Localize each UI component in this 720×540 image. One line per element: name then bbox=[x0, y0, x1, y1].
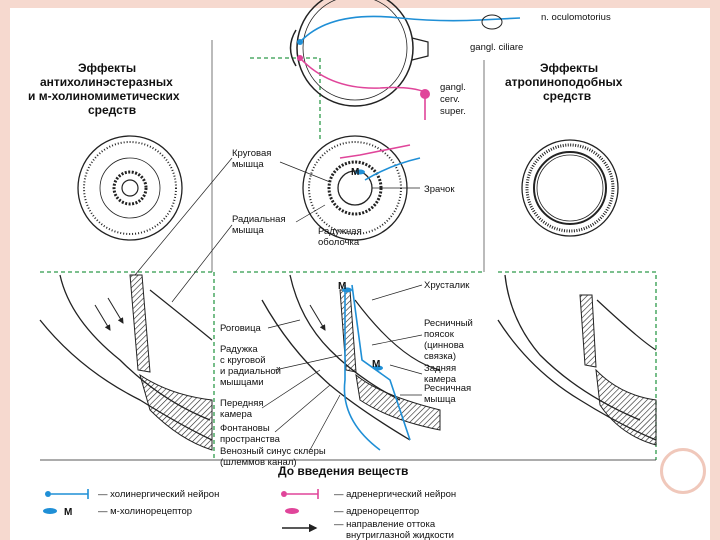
svg-text:— направление оттока: — направление оттока bbox=[334, 519, 436, 530]
svg-text:с круговой: с круговой bbox=[220, 355, 266, 366]
svg-text:мышцами: мышцами bbox=[220, 377, 264, 388]
svg-text:gangl. ciliare: gangl. ciliare bbox=[470, 42, 523, 53]
section-labels-left: Роговица Радужка с круговой и радиальной… bbox=[220, 319, 343, 468]
section-left bbox=[39, 274, 213, 451]
svg-text:(циннова: (циннова bbox=[424, 340, 465, 351]
bottom-heading: До введения веществ bbox=[278, 464, 408, 478]
svg-text:Ресничная: Ресничная bbox=[424, 383, 471, 394]
svg-text:M: M bbox=[338, 281, 346, 292]
svg-text:камера: камера bbox=[424, 374, 457, 385]
svg-text:n. oculomotorius: n. oculomotorius bbox=[541, 12, 611, 23]
svg-text:Передняя: Передняя bbox=[220, 398, 264, 409]
svg-text:связка): связка) bbox=[424, 351, 456, 362]
svg-text:атропиноподобных: атропиноподобных bbox=[505, 75, 623, 89]
svg-text:камера: камера bbox=[220, 409, 253, 420]
svg-text:— холинергический нейрон: — холинергический нейрон bbox=[98, 489, 219, 500]
dashed-frames bbox=[40, 57, 657, 460]
svg-text:мышца: мышца bbox=[232, 225, 264, 236]
svg-text:Эффекты: Эффекты bbox=[540, 61, 598, 75]
svg-text:gangl.: gangl. bbox=[440, 82, 466, 93]
svg-text:пространства: пространства bbox=[220, 434, 281, 445]
svg-text:Радужная: Радужная bbox=[318, 226, 362, 237]
svg-text:средств: средств bbox=[88, 103, 136, 117]
section-right bbox=[497, 274, 657, 446]
svg-text:Задняя: Задняя bbox=[424, 363, 456, 374]
svg-text:Зрачок: Зрачок bbox=[424, 184, 455, 195]
svg-text:поясок: поясок bbox=[424, 329, 455, 340]
legend-adrenergic-neuron: — адренергический нейрон bbox=[281, 489, 456, 500]
eyeball-illustration: n. oculomotorius gangl. ciliare gangl. c… bbox=[289, 0, 611, 120]
svg-text:Круговая: Круговая bbox=[232, 148, 271, 159]
svg-text:M: M bbox=[64, 507, 72, 518]
svg-text:Радиальная: Радиальная bbox=[232, 214, 286, 225]
svg-text:и м-холиномиметических: и м-холиномиметических bbox=[28, 89, 180, 103]
iris-constricted bbox=[77, 135, 183, 241]
svg-text:super.: super. bbox=[440, 106, 466, 117]
svg-text:M: M bbox=[351, 167, 359, 178]
svg-text:мышца: мышца bbox=[424, 394, 456, 405]
svg-text:— адренергический нейрон: — адренергический нейрон bbox=[334, 489, 456, 500]
legend-m-receptor: M — м-холинорецептор bbox=[43, 506, 192, 518]
svg-text:Фонтановы: Фонтановы bbox=[220, 423, 270, 434]
svg-text:— м-холинорецептор: — м-холинорецептор bbox=[98, 506, 192, 517]
section-middle: M M bbox=[261, 274, 441, 451]
right-heading: Эффекты атропиноподобных средств bbox=[505, 61, 623, 103]
svg-text:Хрусталик: Хрусталик bbox=[424, 280, 470, 291]
legend-adrenoreceptor: — адренорецептор bbox=[285, 506, 419, 517]
decorative-circle bbox=[660, 448, 706, 494]
svg-text:— адренорецептор: — адренорецептор bbox=[334, 506, 419, 517]
legend-cholinergic-neuron: — холинергический нейрон bbox=[45, 489, 219, 500]
section-labels-right: Хрусталик Ресничный поясок (циннова связ… bbox=[371, 280, 473, 405]
svg-text:оболочка: оболочка bbox=[318, 237, 360, 248]
svg-text:Венозный синус склеры: Венозный синус склеры bbox=[220, 446, 326, 457]
svg-text:Роговица: Роговица bbox=[220, 323, 262, 334]
iris-dilated bbox=[521, 139, 619, 237]
top-border bbox=[0, 0, 720, 8]
left-border bbox=[0, 0, 10, 540]
left-heading: Эффекты антихолинэстеразных и м-холиноми… bbox=[28, 61, 180, 117]
svg-text:внутриглазной жидкости: внутриглазной жидкости bbox=[346, 530, 454, 540]
svg-text:M: M bbox=[372, 359, 380, 370]
svg-text:и радиальной: и радиальной bbox=[220, 366, 281, 377]
svg-text:средств: средств bbox=[543, 89, 591, 103]
legend-outflow: — направление оттока внутриглазной жидко… bbox=[282, 519, 454, 540]
svg-text:Ресничный: Ресничный bbox=[424, 318, 473, 329]
right-border bbox=[710, 0, 720, 540]
legend: — холинергический нейрон M — м-холинорец… bbox=[43, 489, 456, 540]
svg-text:Радужка: Радужка bbox=[220, 344, 258, 355]
svg-text:cerv.: cerv. bbox=[440, 94, 460, 105]
svg-text:антихолинэстеразных: антихолинэстеразных bbox=[40, 75, 173, 89]
svg-text:(шлеммов канал): (шлеммов канал) bbox=[220, 457, 297, 468]
iris-normal: M Круговая мышца Радиальная мышца Зрачок… bbox=[232, 135, 455, 248]
svg-text:мышца: мышца bbox=[232, 159, 264, 170]
svg-text:Эффекты: Эффекты bbox=[78, 61, 136, 75]
